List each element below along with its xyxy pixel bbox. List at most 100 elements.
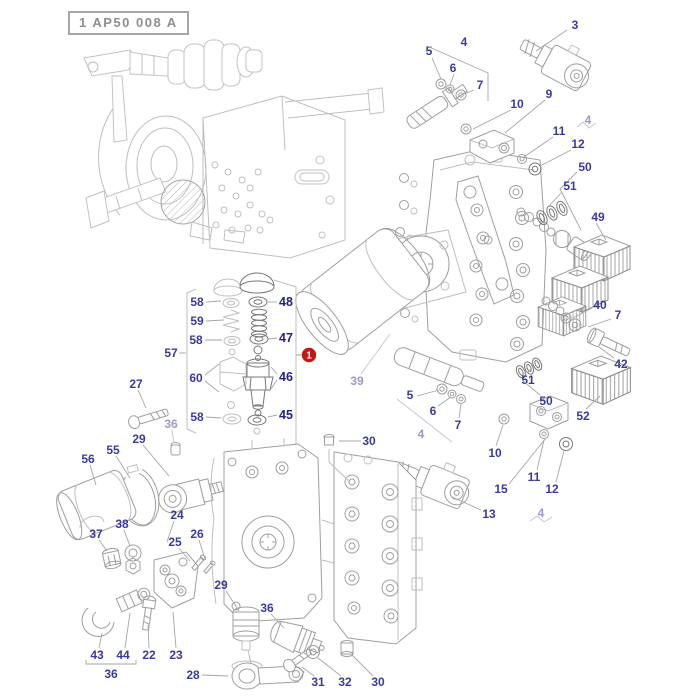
leader-line <box>204 380 220 393</box>
leader-line <box>85 660 137 665</box>
item-1-badge <box>301 347 317 363</box>
leader-line <box>317 657 342 677</box>
part-label-52: 52 <box>576 409 590 423</box>
plug-29b <box>232 606 260 669</box>
leader-line <box>201 674 229 677</box>
part-label-4: 4 <box>461 35 468 49</box>
leader-line <box>98 632 103 649</box>
leader-line <box>98 539 108 552</box>
leader-line <box>166 520 175 543</box>
part-label-45: 45 <box>279 408 293 422</box>
leader-line <box>458 403 462 419</box>
part-label-15: 15 <box>494 482 508 496</box>
leader-line <box>396 398 453 443</box>
leader-line <box>449 73 455 86</box>
leader-line <box>351 654 374 677</box>
part-label-37: 37 <box>89 527 103 541</box>
part-label-22: 22 <box>142 648 156 662</box>
part-label-26: 26 <box>190 527 204 541</box>
part-label-7: 7 <box>455 418 462 432</box>
leader-line <box>535 29 568 52</box>
leader-line <box>416 389 440 397</box>
leader-line <box>198 539 206 560</box>
leader-line <box>598 346 615 359</box>
part-label-4: 4 <box>538 506 545 520</box>
leader-line <box>205 416 222 419</box>
part-label-6: 6 <box>430 404 437 418</box>
leader-line <box>205 319 225 322</box>
leader-line <box>431 57 442 80</box>
part-label-30: 30 <box>371 675 385 689</box>
leader-line <box>178 547 191 562</box>
item-1-badge-label: 1 <box>306 351 312 362</box>
sensor-36b <box>270 620 325 657</box>
part-label-23: 23 <box>169 648 183 662</box>
part-label-24: 24 <box>170 508 184 522</box>
part-label-7: 7 <box>477 78 484 92</box>
drawing-number-box: 1 AP50 008 A <box>68 11 189 35</box>
leader-line <box>270 366 278 375</box>
bracket-plate-group <box>81 551 216 637</box>
nut-37 <box>101 547 122 570</box>
part-label-12: 12 <box>571 137 585 151</box>
part-label-25: 25 <box>168 535 182 549</box>
part-label-32: 32 <box>338 675 352 689</box>
part-label-36: 36 <box>164 417 178 431</box>
oil-filter <box>295 227 431 355</box>
leader-line <box>225 590 240 612</box>
part-label-57: 57 <box>164 346 178 360</box>
leader-line <box>89 464 97 486</box>
part-label-36: 36 <box>104 667 118 681</box>
part-label-31: 31 <box>311 675 325 689</box>
part-label-50: 50 <box>578 160 592 174</box>
part-label-36: 36 <box>260 601 274 615</box>
part-label-11: 11 <box>528 470 541 484</box>
part-label-38: 38 <box>115 517 129 531</box>
leader-line <box>585 395 601 410</box>
leader-line <box>463 89 475 95</box>
plug-36a <box>170 442 181 456</box>
part-label-50: 50 <box>539 394 553 408</box>
part-label-10: 10 <box>510 97 524 111</box>
part-label-58: 58 <box>189 333 203 347</box>
part-label-10: 10 <box>488 446 502 460</box>
part-label-29: 29 <box>214 578 228 592</box>
callouts-layer: 3546710911412505149407425251505674101511… <box>81 18 628 689</box>
leader-line <box>204 363 220 376</box>
leader-line <box>572 307 593 319</box>
leader-line <box>147 624 150 649</box>
leader-line <box>529 515 553 523</box>
part-label-46: 46 <box>279 370 293 384</box>
part-label-39: 39 <box>350 374 364 388</box>
leader-line <box>504 99 546 134</box>
leader-line <box>555 450 565 483</box>
washer-38 <box>79 515 142 575</box>
part-label-7: 7 <box>615 308 622 322</box>
part-label-43: 43 <box>90 648 104 662</box>
part-label-6: 6 <box>450 61 457 75</box>
part-label-5: 5 <box>426 44 433 58</box>
leader-line <box>508 437 547 485</box>
spool-valve-block <box>333 451 423 645</box>
leader-line <box>576 121 597 129</box>
plug-30b <box>340 640 354 657</box>
hydraulic-cover-assembly <box>395 149 547 363</box>
part-label-4: 4 <box>585 113 592 127</box>
part-label-60: 60 <box>189 371 203 385</box>
bolt-27 <box>128 408 169 430</box>
part-label-11: 11 <box>553 124 566 138</box>
part-label-40: 40 <box>593 298 607 312</box>
leader-line <box>137 389 147 409</box>
pilot-valve-9-10 <box>460 123 542 176</box>
part-label-48: 48 <box>279 295 293 309</box>
leader-line <box>267 337 278 340</box>
leader-line <box>123 529 131 547</box>
leader-line <box>205 300 222 303</box>
leader-line <box>171 429 175 444</box>
part-label-13: 13 <box>482 507 496 521</box>
part-label-58: 58 <box>190 410 204 424</box>
washer-32 <box>306 645 320 659</box>
front-cover-plate <box>210 438 335 623</box>
valve-body-15 <box>529 395 573 451</box>
